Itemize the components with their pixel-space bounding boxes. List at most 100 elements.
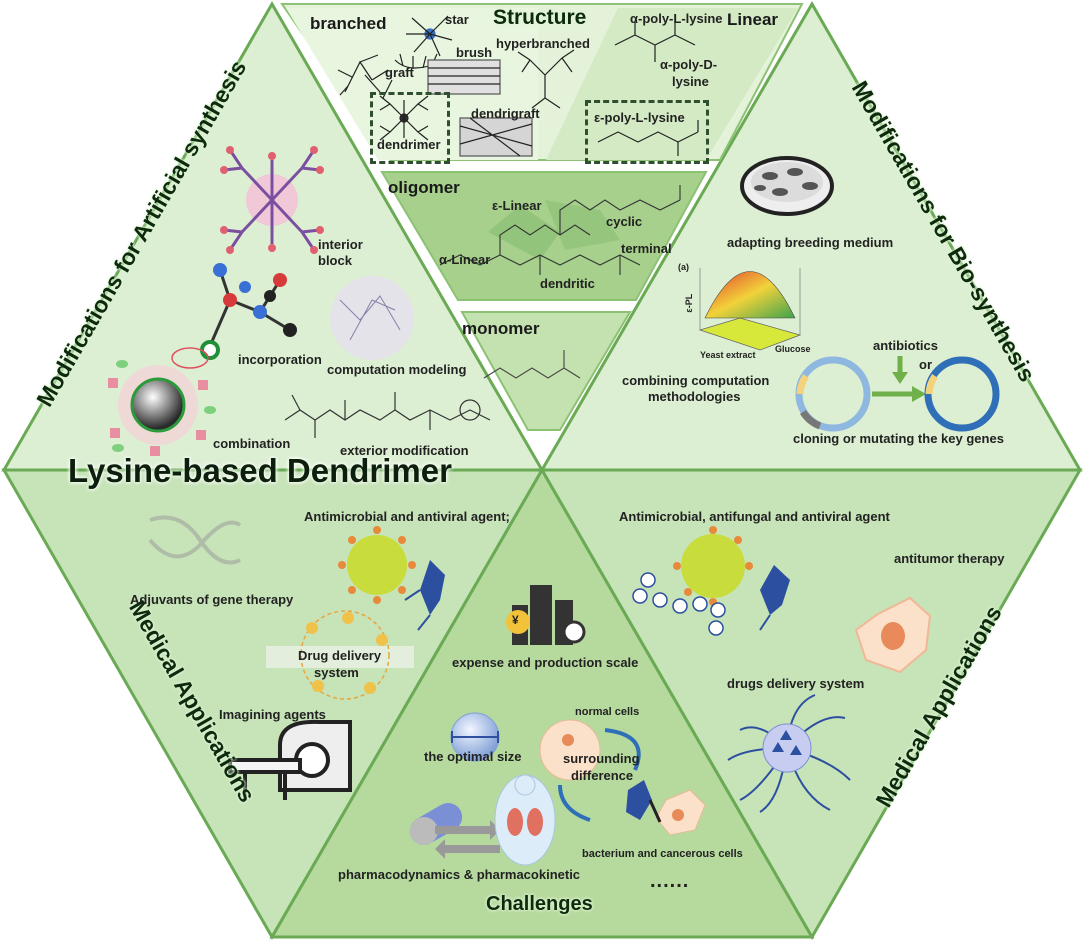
tumor-cell-icon (854, 596, 932, 674)
combination-nanoparticle-icon (108, 347, 216, 456)
e-linear-label: ε-Linear (492, 198, 542, 213)
monomer-label: monomer (462, 319, 540, 338)
artificial-icons (108, 146, 491, 456)
combining-label-2: methodologies (648, 389, 741, 404)
hyperbranched-label: hyperbranched (496, 36, 590, 51)
alpha-poly-lysine-icon (614, 22, 696, 62)
bacteria-challenge-icon (626, 780, 662, 823)
antimicrobial-left-label: Antimicrobial and antiviral agent; (304, 509, 510, 524)
combining-label-1: combining computation (622, 373, 770, 388)
plot-x1-label: Yeast extract (700, 350, 756, 360)
interior-label-2: block (318, 253, 352, 268)
terminal-label: terminal (621, 241, 672, 256)
antibiotics-label: antibiotics (873, 338, 939, 353)
linear-label: Linear (727, 10, 779, 29)
medical-left-icons (148, 515, 445, 800)
brush-label: brush (456, 45, 493, 60)
epsilon-l-lysine-label: ε-poly-L-lysine (594, 110, 685, 125)
graft-label: graft (385, 65, 414, 80)
challenges-heading: Challenges (486, 893, 593, 915)
bacteria-icon (404, 560, 445, 631)
branched-icon (337, 54, 393, 99)
alpha-d-lysine-label-2: lysine (672, 74, 709, 89)
incorporation-label: incorporation (238, 352, 322, 367)
human-organs-icon (494, 774, 556, 866)
antimicrobial-right-label: Antimicrobial, antifungal and antiviral … (619, 509, 890, 524)
plasmid-right-icon (924, 356, 1000, 432)
dendrimer-label: dendrimer (377, 137, 441, 152)
imaging-label: Imagining agents (219, 707, 326, 722)
currency-label: ¥ (512, 613, 519, 627)
interior-label-1: interior (318, 237, 363, 252)
computation-modeling-icon (330, 276, 414, 360)
dendrigraft-icon (459, 117, 533, 157)
dendrimer-purple-icon (220, 146, 324, 254)
plasmid-left-icon (795, 356, 871, 432)
structure-icons (337, 15, 699, 157)
dendritic-label: dendritic (540, 276, 595, 291)
hyperbranched-icon (517, 49, 575, 109)
monomer-molecule-icon (483, 350, 581, 379)
or-label: or (919, 357, 932, 372)
dendrigraft-label: dendrigraft (471, 106, 540, 121)
bead-chain-icon (632, 572, 726, 636)
drugs-delivery-label: drugs delivery system (727, 676, 865, 691)
band-monomer (460, 311, 632, 431)
computation-modeling-label: computation modeling (327, 362, 467, 377)
cloning-label: cloning or mutating the key genes (793, 431, 1004, 446)
exterior-modification-molecule-icon (284, 392, 491, 438)
virus-icon (338, 526, 416, 604)
arrow-down-icon (892, 356, 908, 384)
adapting-label: adapting breeding medium (727, 235, 894, 250)
oligomer-label: oligomer (388, 178, 460, 197)
ellipsis-label: ...... (650, 870, 690, 892)
optimal-size-label: the optimal size (424, 749, 522, 764)
plot-y-label: ε-PL (684, 293, 695, 313)
sphere-size-icon (450, 712, 500, 762)
drug-delivery-label-2: system (314, 665, 359, 680)
band-linear (546, 8, 798, 160)
incorporation-molecule-icon (200, 263, 297, 360)
exterior-modification-label: exterior modification (340, 443, 469, 458)
brush-icon (427, 59, 501, 95)
drug-delivery-label-1: Drug delivery (298, 648, 382, 663)
bacterium-label: bacterium and cancerous cells (582, 848, 743, 860)
medical-right-icons (632, 526, 932, 813)
exchange-arrows-icon (435, 820, 500, 859)
epsilon-poly-lysine-icon (597, 120, 699, 156)
alpha-l-lysine-label: α-poly-L-lysine (630, 11, 723, 26)
epsilon-lysine-highlight-box (585, 100, 709, 164)
nanocarrier-icon (727, 694, 851, 813)
bio-icons (698, 156, 1000, 432)
combination-label: combination (213, 436, 291, 451)
panel-medical-right (539, 468, 1083, 941)
structure-heading: Structure (493, 6, 587, 29)
gene-therapy-label: Adjuvants of gene therapy (130, 592, 294, 607)
surrounding-label-1: surrounding (563, 751, 640, 766)
capsule-icon (409, 803, 463, 845)
plot-x2-label: Glucose (775, 344, 811, 354)
dna-helix-icon (148, 515, 242, 565)
challenges-icons (409, 585, 706, 866)
surrounding-label-2: difference (571, 768, 634, 783)
a-linear-label: α-Linear (439, 252, 491, 267)
plot-tag-label: (a) (678, 262, 689, 272)
graft-icon (394, 53, 441, 69)
pharma-label: pharmacodynamics & pharmacokinetic (338, 867, 581, 882)
bacteria-right-icon (759, 565, 790, 631)
oligomer-molecule-icon (439, 185, 681, 275)
alpha-d-lysine-label-1: α-poly-D- (660, 57, 718, 72)
cancer-cell-icon (655, 789, 706, 836)
main-title: Lysine-based Dendrimer (68, 452, 452, 489)
star-label: star (445, 12, 469, 27)
buildings-icon (506, 585, 586, 645)
drug-delivery-cycle-icon (266, 610, 414, 700)
surrounding-cycle-arrows-icon (558, 728, 641, 822)
star-icon (406, 15, 453, 57)
antitumor-label: antitumor therapy (894, 551, 1005, 566)
mri-scanner-icon (228, 719, 352, 800)
normal-cells-label: normal cells (575, 706, 640, 718)
petri-dish-icon (740, 156, 834, 216)
normal-cell-icon (539, 719, 601, 781)
virus-right-icon (673, 526, 753, 606)
